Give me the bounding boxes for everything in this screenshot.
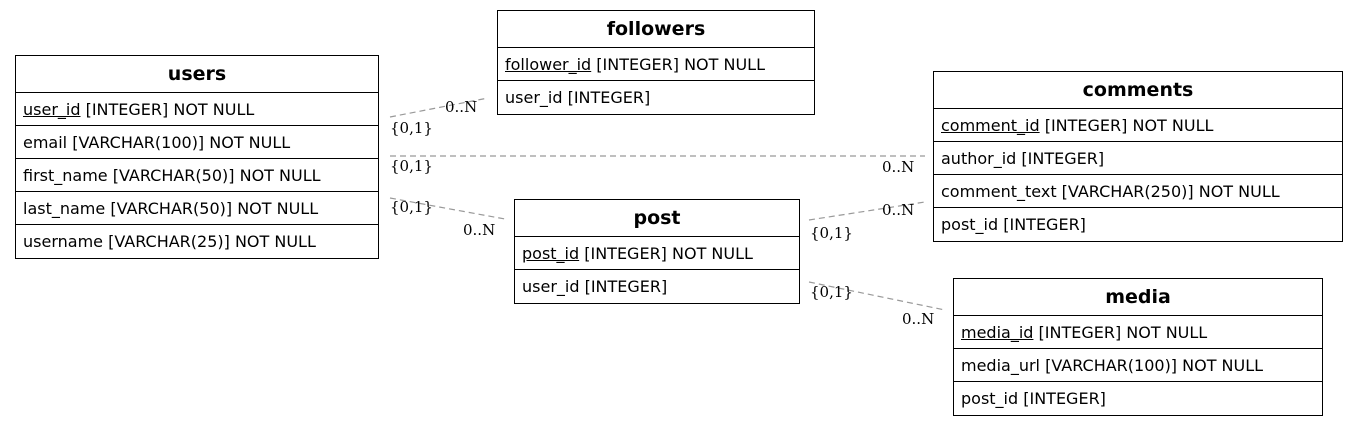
field-row: email [VARCHAR(100)] NOT NULL <box>16 126 378 159</box>
field-name: post_id <box>522 244 580 263</box>
field-name: post_id <box>941 215 999 234</box>
field-type: [VARCHAR(50)] NOT NULL <box>105 199 319 218</box>
field-type: [INTEGER] <box>1016 149 1105 168</box>
field-name: user_id <box>23 100 81 119</box>
card-post-comments-from: {0,1} <box>810 224 853 242</box>
card-users-post-to: 0..N <box>463 221 495 239</box>
field-name: first_name <box>23 166 108 185</box>
field-type: [VARCHAR(250)] NOT NULL <box>1056 182 1280 201</box>
field-type: [VARCHAR(25)] NOT NULL <box>103 232 316 251</box>
field-name: last_name <box>23 199 106 218</box>
field-type: [VARCHAR(100)] NOT NULL <box>67 133 291 152</box>
field-row: last_name [VARCHAR(50)] NOT NULL <box>16 192 378 225</box>
field-row: author_id [INTEGER] <box>934 142 1342 175</box>
field-type: [VARCHAR(100)] NOT NULL <box>1040 356 1264 375</box>
field-name: follower_id <box>505 55 592 74</box>
card-post-comments-to: 0..N <box>882 201 914 219</box>
field-row: username [VARCHAR(25)] NOT NULL <box>16 225 378 258</box>
field-type: [INTEGER] NOT NULL <box>591 55 765 74</box>
field-row: media_id [INTEGER] NOT NULL <box>954 316 1322 349</box>
field-row: post_id [INTEGER] <box>934 208 1342 241</box>
field-name: user_id <box>522 277 580 296</box>
card-users-followers-from: {0,1} <box>390 119 433 137</box>
field-name: media_url <box>961 356 1040 375</box>
card-users-comments-to: 0..N <box>882 158 914 176</box>
entity-media: media media_id [INTEGER] NOT NULL media_… <box>953 278 1323 416</box>
field-row: user_id [INTEGER] <box>498 81 814 114</box>
field-name: username <box>23 232 103 251</box>
entity-comments: comments comment_id [INTEGER] NOT NULL a… <box>933 71 1343 242</box>
field-type: [INTEGER] <box>998 215 1086 234</box>
card-users-followers-to: 0..N <box>445 98 477 116</box>
field-name: comment_text <box>941 182 1057 201</box>
field-type: [INTEGER] NOT NULL <box>1039 116 1214 135</box>
field-type: [INTEGER] <box>562 88 651 107</box>
entity-title: post <box>515 200 799 237</box>
field-name: user_id <box>505 88 563 107</box>
field-type: [INTEGER] NOT NULL <box>579 244 753 263</box>
field-row: follower_id [INTEGER] NOT NULL <box>498 48 814 81</box>
field-name: media_id <box>961 323 1034 342</box>
entity-title: media <box>954 279 1322 316</box>
field-type: [INTEGER] NOT NULL <box>1033 323 1208 342</box>
field-name: author_id <box>941 149 1017 168</box>
card-users-post-from: {0,1} <box>390 198 433 216</box>
field-row: comment_id [INTEGER] NOT NULL <box>934 109 1342 142</box>
card-users-comments-from: {0,1} <box>390 157 433 175</box>
field-row: first_name [VARCHAR(50)] NOT NULL <box>16 159 378 192</box>
field-type: [INTEGER] NOT NULL <box>80 100 255 119</box>
field-row: post_id [INTEGER] <box>954 382 1322 415</box>
entity-post: post post_id [INTEGER] NOT NULL user_id … <box>514 199 800 304</box>
rel-line-users-followers <box>389 97 489 118</box>
field-row: media_url [VARCHAR(100)] NOT NULL <box>954 349 1322 382</box>
card-post-media-to: 0..N <box>902 310 934 328</box>
entity-users: users user_id [INTEGER] NOT NULL email [… <box>15 55 379 259</box>
entity-title: users <box>16 56 378 93</box>
field-type: [INTEGER] <box>579 277 668 296</box>
rel-line-post-media <box>808 281 946 311</box>
entity-followers: followers follower_id [INTEGER] NOT NULL… <box>497 10 815 115</box>
field-name: comment_id <box>941 116 1040 135</box>
field-row: user_id [INTEGER] NOT NULL <box>16 93 378 126</box>
card-post-media-from: {0,1} <box>810 283 853 301</box>
field-row: user_id [INTEGER] <box>515 270 799 303</box>
entity-title: comments <box>934 72 1342 109</box>
field-row: post_id [INTEGER] NOT NULL <box>515 237 799 270</box>
field-name: post_id <box>961 389 1019 408</box>
field-type: [INTEGER] <box>1018 389 1106 408</box>
entity-title: followers <box>498 11 814 48</box>
field-type: [VARCHAR(50)] NOT NULL <box>107 166 321 185</box>
field-row: comment_text [VARCHAR(250)] NOT NULL <box>934 175 1342 208</box>
field-name: email <box>23 133 68 152</box>
